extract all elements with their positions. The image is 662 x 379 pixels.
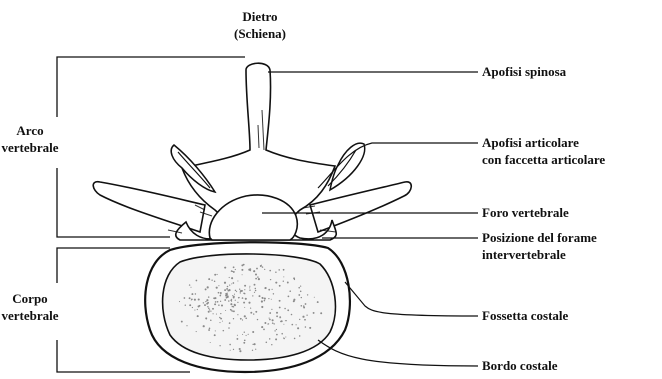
label-apofisi-articolare-line2: con faccetta articolare <box>482 151 605 168</box>
label-bordo-costale: Bordo costale <box>482 357 557 374</box>
right-transverse-process <box>310 182 411 232</box>
label-foro-vertebrale: Foro vertebrale <box>482 204 569 221</box>
arch-label-line2: vertebrale <box>0 139 60 156</box>
label-fossetta-costale: Fossetta costale <box>482 307 568 324</box>
orientation-line2: (Schiena) <box>210 25 310 42</box>
label-apofisi-spinosa: Apofisi spinosa <box>482 63 566 80</box>
arch-label: Arco vertebrale <box>0 122 60 156</box>
arch-label-line1: Arco <box>0 122 60 139</box>
label-forame-line1: Posizione del forame <box>482 229 597 246</box>
left-transverse-process <box>93 182 205 232</box>
label-forame-intervertebrale: Posizione del forame intervertebrale <box>482 229 597 263</box>
body-label-line2: vertebrale <box>0 307 60 324</box>
body-label-line1: Corpo <box>0 290 60 307</box>
orientation-label: Dietro (Schiena) <box>210 8 310 42</box>
body-label: Corpo vertebrale <box>0 290 60 324</box>
label-apofisi-articolare: Apofisi articolare con faccetta articola… <box>482 134 605 168</box>
label-apofisi-articolare-line1: Apofisi articolare <box>482 134 605 151</box>
orientation-line1: Dietro <box>210 8 310 25</box>
leader-fossetta <box>345 282 478 316</box>
label-forame-line2: intervertebrale <box>482 246 597 263</box>
leader-bordo <box>318 340 478 366</box>
